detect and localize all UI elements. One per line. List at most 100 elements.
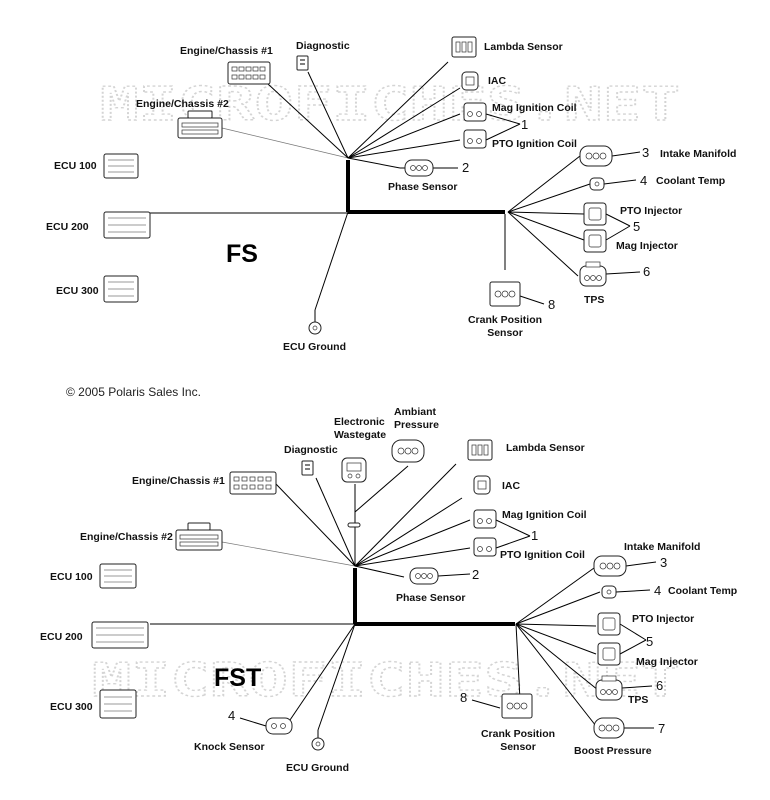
fst-label-pto-injector: PTO Injector — [632, 613, 694, 625]
fst-connector-pto-injector — [597, 612, 621, 636]
fs-label-tps: TPS — [584, 294, 604, 306]
fs-label-ecu-200: ECU 200 — [46, 221, 89, 233]
fst-callout-2: 2 — [472, 567, 479, 582]
fs-diagram: Engine/Chassis #1 Diagnostic Lambda Sens… — [46, 36, 736, 353]
fs-ecu-ground-terminal — [308, 310, 322, 335]
fst-connector-electronic-wastegate — [341, 457, 367, 483]
fst-label-coolant-temp: Coolant Temp — [668, 585, 737, 597]
fst-ecu-300-connector — [99, 689, 137, 719]
fst-callout-3: 3 — [660, 555, 667, 570]
fst-label-ecu-ground: ECU Ground — [286, 762, 349, 774]
fs-connector-diagnostic — [296, 55, 309, 71]
fst-label-knock-sensor: Knock Sensor — [194, 741, 265, 753]
fs-connector-intake-manifold — [579, 145, 613, 167]
fst-label-ecu-200: ECU 200 — [40, 631, 83, 643]
fs-label-engine-chassis-2: Engine/Chassis #2 — [136, 98, 229, 110]
fs-connector-pto-injector — [583, 202, 607, 226]
fs-label-lambda-sensor: Lambda Sensor — [484, 41, 563, 53]
fst-ecu-100-connector — [99, 563, 137, 589]
fs-connector-iac — [461, 71, 479, 91]
fst-connector-tps — [595, 675, 623, 701]
fst-connector-ambient-pressure — [391, 439, 425, 463]
fs-connector-engine-chassis-1 — [227, 61, 271, 85]
fs-wire-ground — [314, 211, 349, 311]
copyright-notice: © 2005 Polaris Sales Inc. — [66, 385, 201, 399]
fst-label-wastegate-line1: Electronic — [334, 416, 385, 428]
fst-label-intake-manifold: Intake Manifold — [624, 541, 700, 553]
fs-right-fan-wires — [504, 155, 591, 277]
fst-connector-lambda-sensor — [467, 439, 493, 461]
fst-connector-crank-position — [501, 693, 533, 719]
fst-label-mag-injector: Mag Injector — [636, 656, 698, 668]
fs-connector-coolant-temp — [589, 177, 605, 191]
fst-right-fan-wires — [515, 567, 601, 727]
fst-callout-leaders — [239, 519, 657, 729]
fs-label-coolant-temp: Coolant Temp — [656, 175, 725, 187]
fst-connector-phase-sensor — [409, 567, 439, 585]
fs-label-engine-chassis-1: Engine/Chassis #1 — [180, 45, 273, 57]
fst-label-ecu-300: ECU 300 — [50, 701, 93, 713]
fst-label-crank-position-line1: Crank Position — [481, 728, 555, 740]
fst-upper-fan-wires — [221, 463, 471, 578]
fs-label-crank-position-line2: Sensor — [487, 327, 523, 339]
fs-ecu-200-connector — [103, 211, 151, 239]
fst-label-wastegate-line2: Wastegate — [334, 429, 386, 441]
fs-callout-2: 2 — [462, 160, 469, 175]
fst-callout-knock-4: 4 — [228, 708, 235, 723]
fs-label-mag-injector: Mag Injector — [616, 240, 678, 252]
fst-connector-coolant-temp — [601, 585, 617, 599]
fs-label-phase-sensor: Phase Sensor — [388, 181, 457, 193]
fst-wire-knock — [289, 623, 356, 721]
fst-label-boost-pressure: Boost Pressure — [574, 745, 652, 757]
fst-connector-pto-ignition-coil — [473, 537, 497, 557]
fs-connector-crank-position — [489, 281, 521, 307]
fs-label-ecu-100: ECU 100 — [54, 160, 97, 172]
fst-label-mag-ignition-coil: Mag Ignition Coil — [502, 509, 587, 521]
fst-model-title: FST — [214, 664, 261, 692]
fst-connector-boost-pressure — [593, 717, 625, 739]
fst-label-ambient-line2: Pressure — [394, 419, 439, 431]
fst-connector-iac — [473, 475, 491, 495]
fst-label-ambient-line1: Ambiant — [394, 406, 437, 418]
fst-callout-7: 7 — [658, 721, 665, 736]
fst-label-pto-ignition-coil: PTO Ignition Coil — [500, 549, 585, 561]
fst-connector-intake-manifold — [593, 555, 627, 577]
fst-label-ecu-100: ECU 100 — [50, 571, 93, 583]
fst-connector-mag-ignition-coil — [473, 509, 497, 529]
fst-label-lambda-sensor: Lambda Sensor — [506, 442, 585, 454]
fs-ecu-300-connector — [103, 275, 139, 303]
fst-callout-5: 5 — [646, 634, 653, 649]
fs-callout-5: 5 — [633, 219, 640, 234]
fs-label-crank-position-line1: Crank Position — [468, 314, 542, 326]
fs-label-mag-ignition-coil: Mag Ignition Coil — [492, 102, 577, 114]
fs-callout-leaders — [432, 113, 641, 305]
fs-callout-1: 1 — [521, 117, 528, 132]
fs-callout-8: 8 — [548, 297, 555, 312]
fst-callout-4: 4 — [654, 583, 661, 598]
fst-label-engine-chassis-1: Engine/Chassis #1 — [132, 475, 225, 487]
fst-connector-engine-chassis-2 — [175, 522, 223, 551]
fs-connector-lambda-sensor — [451, 36, 477, 58]
fst-ecu-ground-terminal — [311, 730, 325, 751]
fst-connector-diagnostic — [301, 460, 314, 476]
fs-label-ecu-ground: ECU Ground — [283, 341, 346, 353]
fst-wire-ground — [317, 623, 356, 731]
fst-callout-8: 8 — [460, 690, 467, 705]
fst-connector-engine-chassis-1 — [229, 471, 277, 495]
fst-ecu-200-connector — [91, 621, 149, 649]
fs-connector-pto-ignition-coil — [463, 129, 487, 149]
fst-diagram: Electronic Wastegate Ambiant Pressure Di… — [40, 406, 737, 774]
fst-callout-1: 1 — [531, 528, 538, 543]
fst-label-tps: TPS — [628, 694, 648, 706]
fs-connector-mag-injector — [583, 229, 607, 253]
fst-label-phase-sensor: Phase Sensor — [396, 592, 465, 604]
fs-connector-engine-chassis-2 — [177, 110, 223, 139]
watermark-bottom: MICROFICHES.NET — [92, 653, 680, 707]
fs-label-diagnostic: Diagnostic — [296, 40, 350, 52]
fs-model-title: FS — [226, 240, 258, 268]
fst-label-crank-position-line2: Sensor — [500, 741, 536, 753]
fs-upper-fan-wires — [221, 61, 461, 169]
fst-connector-knock-sensor — [265, 717, 293, 735]
fs-label-iac: IAC — [488, 75, 507, 87]
